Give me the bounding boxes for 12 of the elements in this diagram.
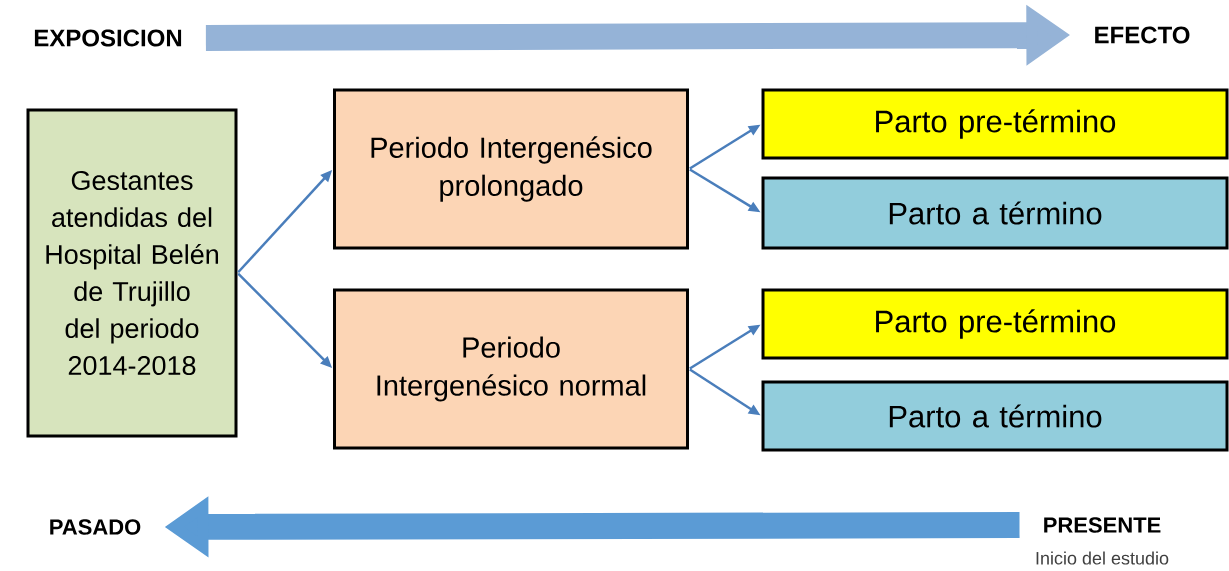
note-text: Inicio del estudio <box>1036 551 1169 565</box>
process-box: Gestantes atendidas del Hospital Belén de Trujillo del periodo 2014-2018 <box>26 108 238 438</box>
timeline-label: PRESENTE <box>1044 517 1161 533</box>
process-box: Periodo Intergenésico prolongado <box>333 88 689 250</box>
timeline-label: EFECTO <box>1095 26 1190 44</box>
process-box: Parto a término <box>761 176 1229 250</box>
timeline-label: PASADO <box>50 519 141 535</box>
process-box: Parto pre-término <box>761 288 1229 360</box>
process-box: Periodo Intergenésico normal <box>333 288 689 450</box>
process-box: Parto a término <box>761 380 1229 452</box>
timeline-label: EXPOSICION <box>34 29 182 47</box>
process-box: Parto pre-término <box>761 88 1229 160</box>
